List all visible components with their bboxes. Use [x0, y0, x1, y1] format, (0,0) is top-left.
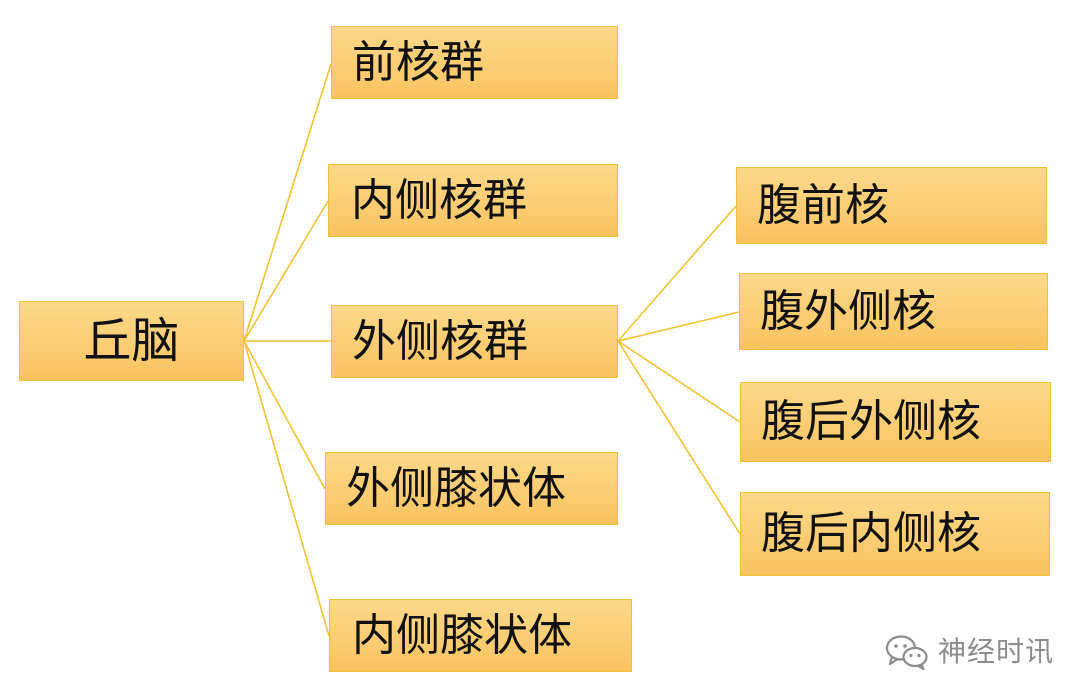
node-label: 腹外侧核	[760, 285, 936, 337]
node-label: 外侧膝状体	[346, 462, 566, 514]
node-medial-geniculate-body: 内侧膝状体	[329, 599, 632, 672]
node-medial-nuclear-group: 内侧核群	[328, 164, 618, 237]
connector-root-to-medial	[243, 200, 329, 342]
connector-lateral-to-vpm	[617, 340, 741, 535]
wechat-icon	[885, 635, 928, 671]
node-label: 腹前核	[757, 179, 889, 231]
node-lateral-nuclear-group: 外侧核群	[331, 305, 618, 378]
watermark-text: 神经时讯	[938, 635, 1055, 668]
node-label: 内侧膝状体	[352, 609, 572, 661]
node-label: 外侧核群	[352, 315, 528, 367]
node-label: 腹后外侧核	[761, 396, 981, 447]
node-lateral-geniculate-body: 外侧膝状体	[325, 452, 618, 525]
connector-root-to-mgb	[243, 340, 330, 637]
connector-root-to-lgb	[243, 340, 326, 490]
root-node-label: 丘脑	[83, 313, 180, 369]
node-ventral-posterolateral-nucleus: 腹后外侧核	[740, 382, 1051, 462]
watermark: 神经时讯	[884, 632, 1054, 672]
node-anterior-nuclear-group: 前核群	[331, 26, 618, 99]
connector-root-to-anterior	[243, 63, 332, 342]
node-label: 腹后内侧核	[761, 508, 981, 559]
node-label: 内侧核群	[351, 174, 527, 226]
node-label: 前核群	[352, 36, 484, 88]
root-node-thalamus: 丘脑	[19, 301, 244, 381]
connector-lateral-to-va	[617, 205, 737, 342]
connector-lateral-to-vpl	[617, 340, 741, 423]
node-ventral-anterior-nucleus: 腹前核	[736, 167, 1047, 244]
node-ventral-lateral-nucleus: 腹外侧核	[739, 273, 1048, 350]
connector-lateral-to-vl	[617, 311, 740, 342]
node-ventral-posteromedial-nucleus: 腹后内侧核	[740, 492, 1050, 576]
